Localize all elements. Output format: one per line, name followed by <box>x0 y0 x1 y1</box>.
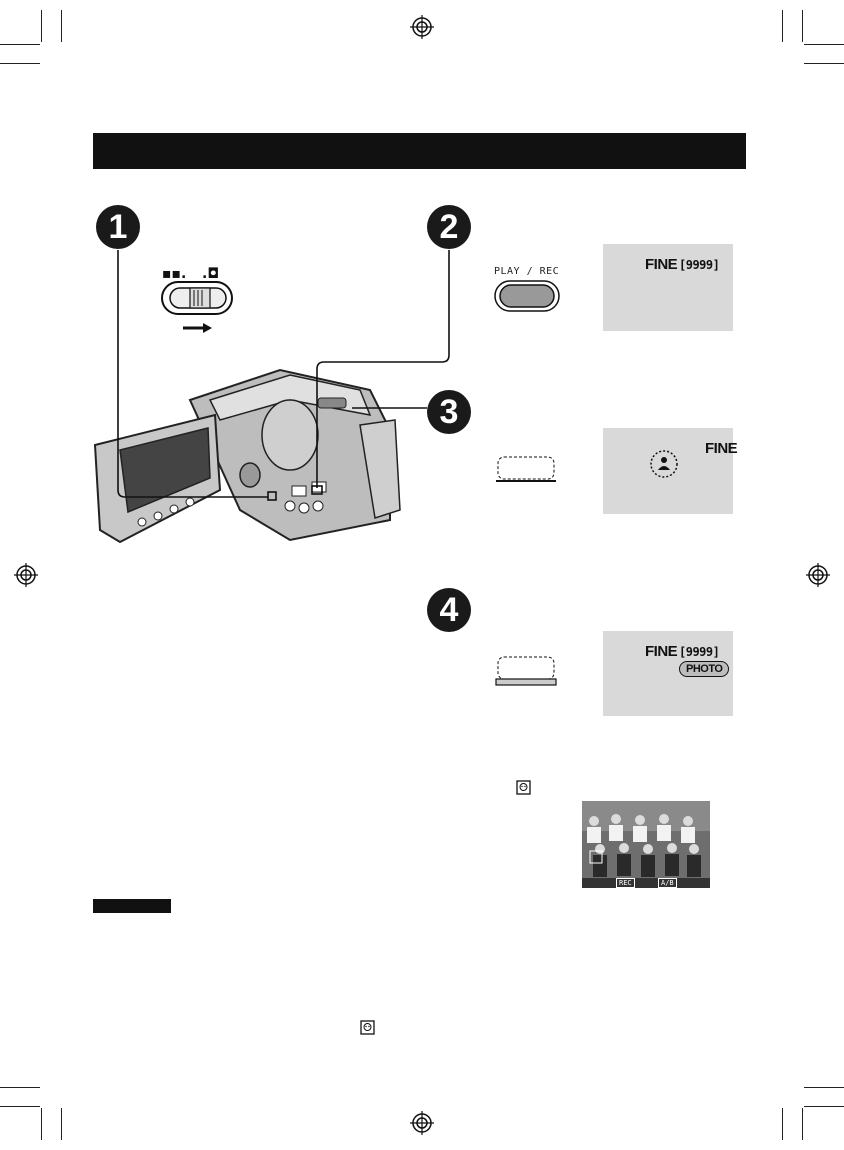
crop-mark <box>802 10 803 42</box>
crop-mark <box>61 10 62 42</box>
registration-mark-icon <box>410 15 434 39</box>
camcorder-illustration: ▪▪. .◘ <box>93 250 450 544</box>
crop-mark <box>804 63 844 64</box>
snapshot-button-full-press[interactable] <box>494 655 558 689</box>
crop-mark <box>0 1106 40 1107</box>
svg-text:▪▪.: ▪▪. <box>162 266 186 282</box>
step-3-badge: 3 <box>427 390 471 434</box>
crop-mark <box>0 44 40 45</box>
crop-mark <box>0 63 40 64</box>
crop-mark <box>0 1087 40 1088</box>
focus-frame-icon <box>650 450 678 478</box>
crop-mark <box>804 1106 844 1107</box>
crop-mark <box>782 1108 783 1140</box>
lcd-screen-focus: FINE <box>603 428 738 514</box>
play-rec-label: PLAY / REC <box>494 266 560 277</box>
crop-mark <box>804 44 844 45</box>
lcd-screen-standby: FINE [9999] <box>603 244 733 331</box>
face-detect-icon <box>516 780 531 795</box>
crop-mark <box>782 10 783 42</box>
osd-ab-label: A/B <box>658 878 677 888</box>
section-title-bar <box>93 133 746 169</box>
crop-mark <box>41 10 42 42</box>
team-photo-graphic <box>582 801 710 888</box>
step-2-badge: 2 <box>427 205 471 249</box>
crop-mark <box>41 1108 42 1140</box>
registration-mark-icon <box>410 1111 434 1135</box>
step-1-badge: 1 <box>96 205 140 249</box>
registration-mark-icon <box>806 563 830 587</box>
crop-mark <box>802 1108 803 1140</box>
step-4-badge: 4 <box>427 588 471 632</box>
mode-switch-icon: ▪▪. .◘ <box>161 266 233 333</box>
snapshot-button-half-press[interactable] <box>494 455 558 485</box>
lcd-screen-captured: FINE [9999] PHOTO <box>603 631 733 716</box>
crop-mark <box>61 1108 62 1140</box>
face-detect-icon <box>360 1020 375 1035</box>
remaining-shots: [9999] <box>679 258 720 272</box>
quality-label: FINE <box>705 440 738 457</box>
face-detect-sample-photo: REC A/B <box>582 801 710 888</box>
quality-label: FINE <box>645 643 678 660</box>
play-rec-button[interactable] <box>494 280 560 312</box>
svg-text:.◘: .◘ <box>202 266 219 282</box>
crop-mark <box>804 1087 844 1088</box>
quality-label: FINE <box>645 256 678 273</box>
osd-rec-label: REC <box>616 878 635 888</box>
photo-badge: PHOTO <box>679 661 730 677</box>
registration-mark-icon <box>14 563 38 587</box>
remaining-shots: [9999] <box>679 645 720 659</box>
note-heading-bar <box>93 899 171 913</box>
